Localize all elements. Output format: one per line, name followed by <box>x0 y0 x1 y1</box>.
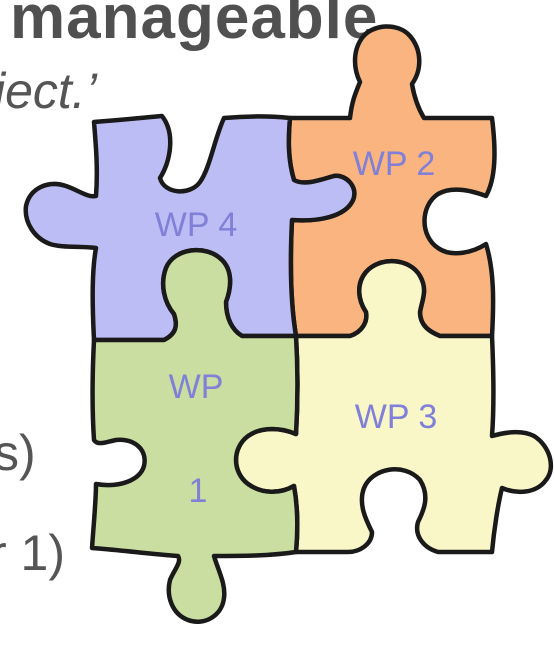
slide-text-fragment-quote: ject.’ <box>0 63 97 119</box>
slide-text-fragment-paren-number: r 1) <box>0 525 65 581</box>
piece-label-wp1-line2: 1 <box>189 472 208 510</box>
piece-label-wp3: WP 3 <box>355 398 438 436</box>
piece-label-wp2: WP 2 <box>353 145 436 183</box>
puzzle-piece-wp1 <box>89 247 300 624</box>
piece-label-wp4: WP 4 <box>155 206 238 244</box>
piece-label-wp1-line1: WP <box>169 368 224 406</box>
slide-title-fragment: manageable <box>10 0 379 52</box>
slide-text-fragment-paren: s) <box>0 425 36 481</box>
